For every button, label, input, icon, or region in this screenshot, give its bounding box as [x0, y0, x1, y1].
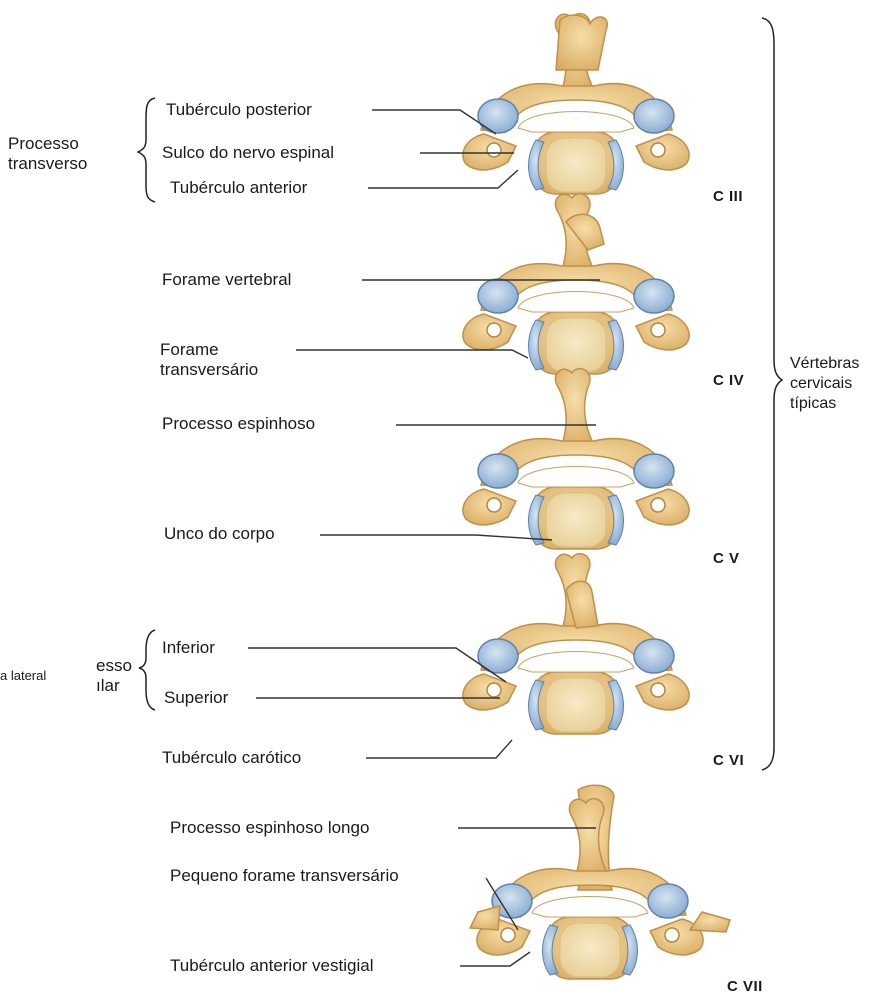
- label-sulco-nervo-espinal: Sulco do nervo espinal: [162, 143, 334, 163]
- label-processo-espinhoso: Processo espinhoso: [162, 414, 315, 434]
- vertebra-label-c3: C III: [713, 188, 743, 205]
- label-processo-transverso: Processo transverso: [8, 134, 87, 174]
- label-forame-vertebral: Forame vertebral: [162, 270, 291, 290]
- label-tuberculo-carotico: Tubérculo carótico: [162, 748, 301, 768]
- label-unco-do-corpo: Unco do corpo: [164, 524, 275, 544]
- vertebra-c4: [463, 194, 689, 374]
- vertebra-label-c7: C VII: [727, 978, 763, 995]
- brace-processo-articular: [139, 630, 155, 710]
- vertebra-c3: [463, 14, 689, 194]
- vertebra-c7: [470, 785, 730, 979]
- label-tuberculo-anterior-vestigial: Tubérculo anterior vestigial: [170, 956, 373, 976]
- brace-vertebras-cervicais: [762, 18, 782, 770]
- vertebra-label-c4: C IV: [713, 372, 744, 389]
- label-tuberculo-anterior: Tubérculo anterior: [170, 178, 307, 198]
- vertebra-label-c5: C V: [713, 550, 740, 567]
- label-forame-transversario: Forame transversário: [160, 340, 258, 380]
- vertebra-c5: [463, 369, 689, 549]
- label-superior: Superior: [164, 688, 228, 708]
- label-processo-espinhoso-longo: Processo espinhoso longo: [170, 818, 369, 838]
- label-inferior: Inferior: [162, 638, 215, 658]
- label-vertebras-cervicais-tipicas: Vértebras cervicais típicas: [790, 354, 859, 414]
- brace-processo-transverso: [138, 98, 155, 202]
- vertebra-label-c6: C VI: [713, 752, 744, 769]
- label-pequeno-forame-transversario: Pequeno forame transversário: [170, 866, 399, 886]
- label-tuberculo-posterior: Tubérculo posterior: [166, 100, 312, 120]
- vertebra-c6: [463, 554, 689, 734]
- label-processo-articular-partial: esso ılar: [96, 656, 132, 696]
- label-massa-lateral-partial: a lateral: [0, 666, 46, 686]
